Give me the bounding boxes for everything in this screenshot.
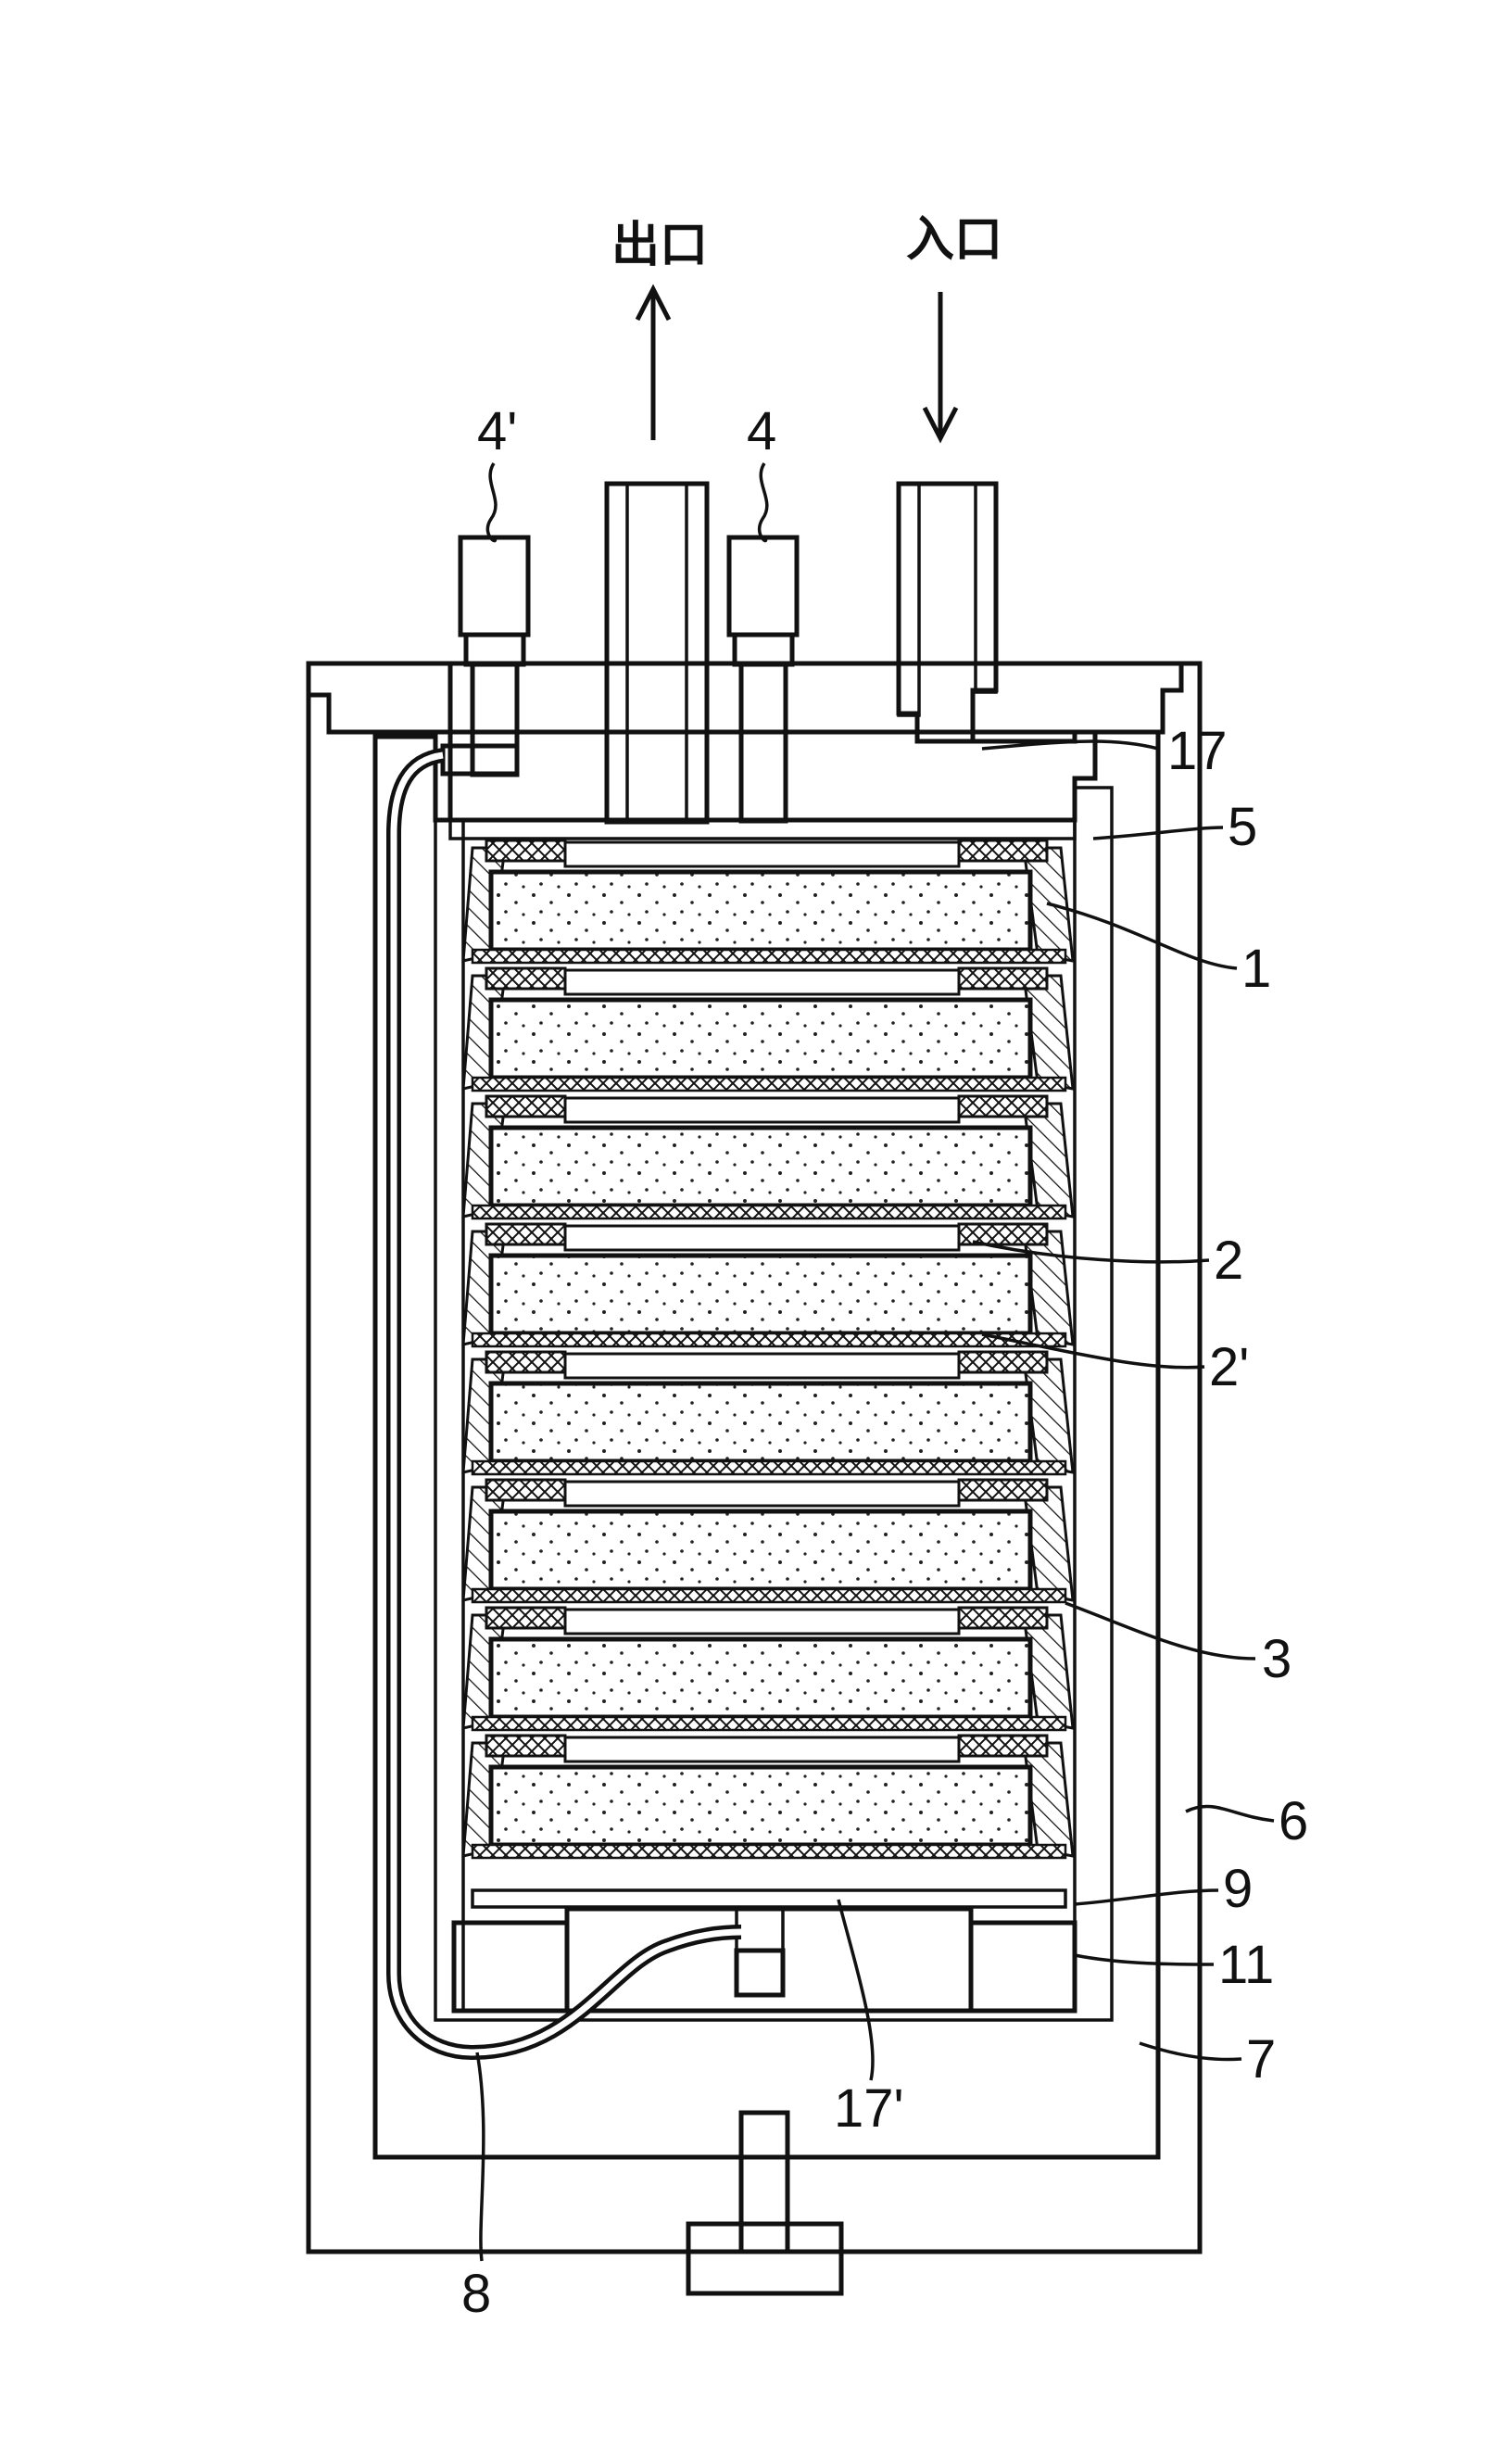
label-17prime: 17' [834,2078,904,2139]
label-17: 17 [1167,721,1228,781]
label-6: 6 [1279,1791,1308,1851]
collector-left [485,1478,567,1502]
cell-element [488,1125,1033,1208]
inlet-arrow [922,292,959,444]
collector-right [957,1606,1049,1630]
interlayer [471,1587,1067,1604]
separator [563,1224,961,1252]
label-5: 5 [1228,797,1257,857]
interlayer [471,1332,1067,1348]
cell-element [488,869,1033,953]
collector-left [485,1222,567,1246]
seal-frame-right [1022,1485,1075,1602]
interlayer [471,948,1067,965]
top-plate-17 [448,818,1077,840]
lid-left-step [306,661,453,823]
collector-left [485,839,567,863]
seal-frame-right [1022,1230,1075,1346]
seal-frame-right [1022,974,1075,1091]
interlayer [471,1843,1067,1860]
label-2: 2 [1214,1231,1243,1291]
bottom-spacer-left [451,1920,570,2014]
cell-element [488,1381,1033,1464]
separator [563,1480,961,1508]
bottom-screw-knob [686,2221,844,2296]
label-3: 3 [1262,1629,1292,1689]
bottom-spacer-right [968,1920,1077,2014]
cell-element [488,1764,1033,1848]
label-11: 11 [1218,1935,1274,1995]
separator [563,840,961,868]
collector-left [485,1350,567,1374]
seal-frame-right [1022,1357,1075,1474]
cell-element [488,997,1033,1080]
collector-left [485,966,567,991]
collector-right [957,966,1049,991]
outlet-arrow [635,284,672,440]
label-2prime: 2' [1209,1337,1249,1397]
interlayer [471,1459,1067,1476]
label-1: 1 [1241,939,1271,999]
interlayer [471,1076,1067,1092]
separator [563,968,961,996]
inner-housing-5 [434,786,1114,2022]
separator [563,1352,961,1380]
terminal-4prime [440,535,531,777]
bottom-connector [735,1907,785,1952]
separator [563,1096,961,1124]
collector-right [957,1734,1049,1758]
separator [563,1736,961,1763]
collector-left [485,1094,567,1118]
seal-frame-right [1022,1741,1075,1858]
collector-left [485,1734,567,1758]
interlayer [471,1204,1067,1220]
collector-right [957,839,1049,863]
leader-lines [475,462,1275,2262]
label-4prime: 4' [477,401,517,461]
seal-frame-right [1022,1613,1075,1730]
terminal-4 [726,535,800,824]
label-9: 9 [1223,1859,1253,1919]
interlayer [471,1715,1067,1732]
cell-element [488,1253,1033,1336]
separator [563,1608,961,1635]
collector-right [957,1478,1049,1502]
label-8: 8 [461,2264,491,2324]
collector-right [957,1350,1049,1374]
label-4: 4 [747,401,776,461]
collector-left [485,1606,567,1630]
cell-element [488,1509,1033,1592]
inlet-label: 入口 [906,212,1002,268]
bottom-screw-shaft [738,2110,790,2254]
outlet-label: 出口 [611,218,708,273]
inlet-pipe [896,481,999,744]
seal-frame-right [1022,1102,1075,1218]
label-7: 7 [1246,2029,1276,2090]
outlet-pipe [604,481,710,825]
bottom-plate-17prime [471,1888,1067,1909]
cell-element [488,1636,1033,1720]
collector-right [957,1094,1049,1118]
cell-stack [461,839,1075,1860]
collector-right [957,1222,1049,1246]
